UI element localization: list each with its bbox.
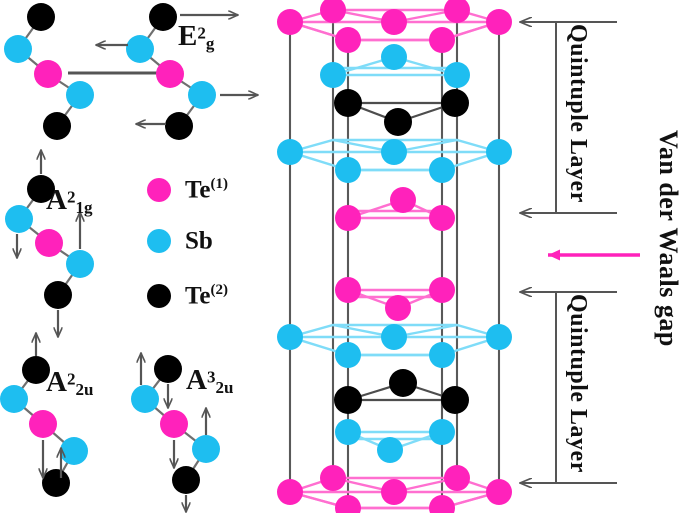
legend-dot-sb bbox=[147, 229, 171, 253]
legend-label-te1-sup: (1) bbox=[210, 176, 228, 192]
van-der-waals-gap-label: Van der Waals gap bbox=[654, 130, 683, 347]
mode-a2-1g-diagram bbox=[5, 150, 94, 337]
mode-label-e2g-base: E bbox=[178, 20, 198, 52]
a32u-displacement-arrows bbox=[141, 353, 206, 512]
atom-sb bbox=[5, 205, 33, 233]
mode-label-a2-1g-sub: 1g bbox=[75, 198, 93, 218]
atom-te1 bbox=[29, 410, 57, 438]
mode-label-a2-1g-base: A bbox=[46, 184, 67, 216]
mode-a2-2u-diagram bbox=[0, 333, 88, 497]
atom-te2 bbox=[27, 175, 55, 203]
atom-te2 bbox=[172, 466, 200, 494]
quintuple-layer-bracket-top bbox=[520, 22, 617, 213]
atom-sb bbox=[66, 81, 94, 109]
mode-label-a2-2u-base: A bbox=[46, 366, 67, 398]
legend-label-te2: Te(2) bbox=[185, 282, 228, 310]
atom-sb bbox=[66, 250, 94, 278]
mode-label-a2-2u: A22u bbox=[46, 366, 94, 400]
legend-label-sb-text: Sb bbox=[185, 227, 213, 255]
legend-dot-te2 bbox=[147, 284, 171, 308]
atom-te1 bbox=[160, 410, 188, 438]
atoms-sb-4 bbox=[335, 419, 455, 463]
mode-label-a3-2u-sub: 2u bbox=[215, 378, 234, 398]
atom-sb bbox=[0, 385, 28, 413]
atoms-te2-2 bbox=[334, 369, 469, 414]
quintuple-layer-label-top: Quintuple Layer bbox=[565, 24, 591, 203]
atom-te2 bbox=[22, 356, 50, 384]
mode-label-a2-2u-sup: 2 bbox=[66, 369, 76, 389]
atom-te2 bbox=[43, 112, 71, 140]
atoms-sb-3 bbox=[277, 324, 512, 368]
atom-te2 bbox=[154, 355, 182, 383]
atom-sb bbox=[188, 81, 216, 109]
atoms-te1-bottom bbox=[277, 465, 512, 513]
legend-label-te2-sup: (2) bbox=[210, 282, 228, 298]
a22u-displacement-arrows bbox=[36, 333, 61, 478]
mode-label-a2-1g: A21g bbox=[46, 184, 93, 218]
legend-label-sb: Sb bbox=[185, 227, 213, 255]
mode-label-a3-2u: A32u bbox=[186, 364, 234, 398]
atoms-te1-top bbox=[277, 0, 512, 53]
atoms-te1-3 bbox=[335, 277, 455, 321]
legend-dot-te1 bbox=[147, 178, 171, 202]
prism-vertical-edges bbox=[288, 10, 501, 508]
atom-te1 bbox=[34, 60, 62, 88]
mode-label-e2g: E2g bbox=[178, 20, 215, 54]
atoms-te2-1 bbox=[334, 89, 469, 136]
mode-label-a3-2u-base: A bbox=[186, 364, 207, 396]
quintuple-layer-label-bottom: Quintuple Layer bbox=[565, 294, 591, 473]
atom-te2 bbox=[165, 112, 193, 140]
mode-a3-2u-diagram bbox=[131, 353, 220, 512]
atom-sb bbox=[192, 435, 220, 463]
atom-te1 bbox=[156, 60, 184, 88]
quintuple-layer-bracket-bottom bbox=[520, 292, 617, 483]
atoms-sb-1 bbox=[320, 44, 470, 88]
mode-label-a3-2u-sup: 3 bbox=[206, 367, 216, 387]
mode-label-a2-2u-sub: 2u bbox=[75, 380, 94, 400]
a21g-displacement-arrows bbox=[17, 150, 80, 337]
mode-e2g-diagram bbox=[4, 3, 258, 140]
legend-label-te1-text: Te bbox=[185, 176, 211, 204]
atom-te2 bbox=[149, 3, 177, 31]
mode-label-a2-1g-sup: 2 bbox=[66, 187, 76, 207]
atoms-sb-2 bbox=[277, 139, 512, 183]
atom-te2 bbox=[42, 469, 70, 497]
mode-label-e2g-sup: 2 bbox=[197, 23, 206, 43]
e2g-displacement-arrows bbox=[96, 15, 258, 124]
legend-swatches bbox=[147, 178, 171, 308]
legend-label-te2-text: Te bbox=[185, 282, 211, 310]
legend-label-te1: Te(1) bbox=[185, 176, 228, 204]
mode-label-e2g-sub: g bbox=[205, 34, 215, 54]
atom-te1 bbox=[35, 229, 63, 257]
atom-te2 bbox=[44, 281, 72, 309]
atoms-te1-2 bbox=[335, 187, 455, 231]
atom-sb bbox=[4, 35, 32, 63]
atom-te2 bbox=[27, 3, 55, 31]
crystal-lattice bbox=[277, 0, 512, 513]
atom-sb bbox=[126, 35, 154, 63]
atom-sb bbox=[131, 385, 159, 413]
atom-sb bbox=[60, 437, 88, 465]
